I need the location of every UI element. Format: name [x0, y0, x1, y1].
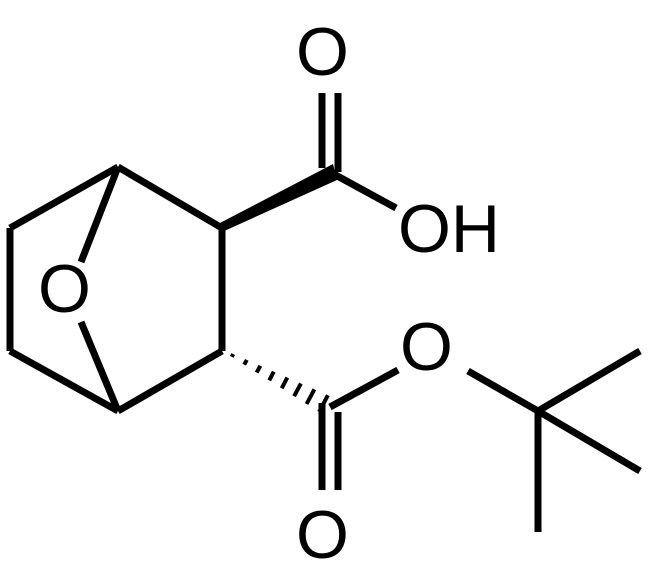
hash-segment — [254, 364, 263, 374]
bond-c1-c2 — [116, 163, 224, 232]
hash-segment — [292, 382, 303, 398]
bond-ester-o-tbu — [466, 367, 540, 415]
bond-acid-c-oh — [328, 168, 398, 212]
wedge-bond-c2-acid-carbon — [218, 164, 337, 232]
bonds-group — [6, 93, 642, 532]
bond-c1-c6 — [8, 163, 120, 232]
hash-segment — [230, 353, 235, 358]
atom-label-ester-oxygen: O — [400, 309, 453, 385]
hash-segment — [242, 358, 249, 366]
bond-ester-c-o-single — [328, 366, 400, 411]
bond-c1-o-bridge — [77, 165, 122, 264]
bond-c3-c4 — [116, 347, 224, 415]
atom-label-acid-carbonyl-oxygen: O — [296, 14, 349, 90]
hash-segment — [304, 388, 317, 405]
bond-tbu-methyl-2 — [536, 407, 642, 475]
hash-segment — [279, 376, 290, 390]
atom-label-ester-carbonyl-oxygen: O — [296, 497, 349, 573]
bond-tbu-methyl-1 — [536, 347, 642, 415]
atom-label-bridge-oxygen: O — [38, 251, 91, 327]
hashed-bond-c3-ester-carbon — [230, 353, 330, 413]
bond-c5-c4 — [8, 347, 120, 415]
hash-segment — [267, 370, 276, 382]
atom-label-acid-hydroxyl: OH — [398, 191, 500, 267]
atom-labels: O O OH O O — [38, 14, 500, 573]
bond-o-bridge-c4 — [77, 320, 122, 413]
